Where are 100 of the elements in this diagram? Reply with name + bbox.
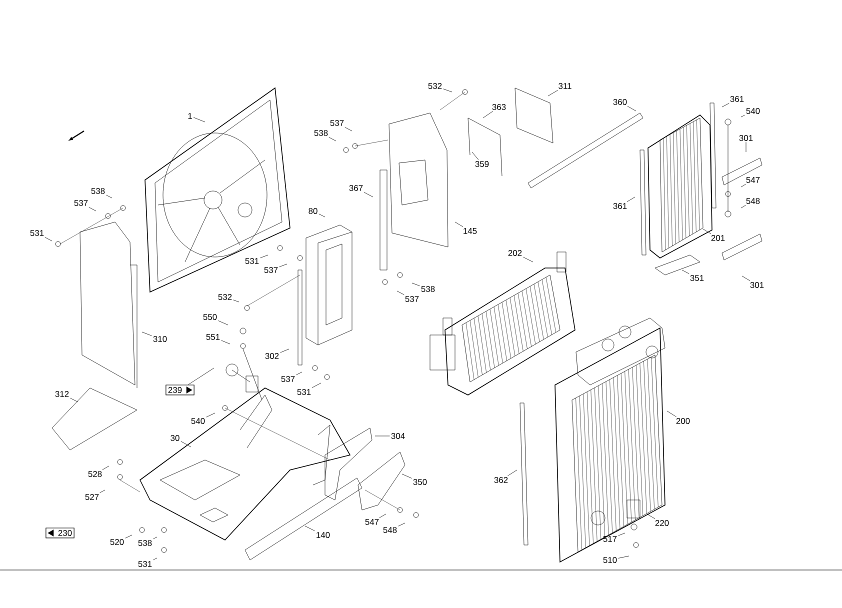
callout-number: 531 [30, 230, 44, 236]
leader-line [454, 222, 464, 228]
leader-line [312, 382, 322, 388]
leader-line [70, 398, 78, 402]
callout-number: 359 [475, 161, 489, 167]
leader-line [180, 441, 192, 448]
callout-number: 531 [245, 258, 259, 264]
leader-line [100, 490, 106, 493]
callout-number: 30 [170, 435, 180, 441]
leader-line [206, 412, 216, 418]
callout-number: 532 [428, 83, 442, 89]
leader-line [627, 106, 636, 112]
leader-line [44, 237, 52, 242]
leader-line [193, 117, 206, 122]
leader-line [482, 111, 494, 118]
callout-number: 145 [464, 228, 477, 234]
callout-number: 550 [203, 314, 217, 320]
callout-number: 547 [746, 177, 760, 183]
leader-line [740, 205, 746, 208]
leader-line [742, 276, 750, 281]
leader-line [740, 184, 746, 188]
callout-number: 362 [494, 477, 508, 483]
leader-line [646, 514, 656, 519]
leader-line [153, 536, 158, 540]
leader-line [508, 470, 518, 476]
callout-number: 551 [206, 334, 220, 340]
leader-line [218, 320, 228, 326]
callout-number: 531 [138, 561, 152, 567]
callout-number: 537 [405, 296, 419, 302]
leader-line [304, 526, 315, 532]
leader-line [279, 264, 288, 268]
callout-number: 540 [191, 418, 205, 424]
leader-line [102, 466, 110, 470]
callout-number: 538 [421, 286, 435, 292]
callout-number: 538 [314, 130, 328, 136]
callout-number: 304 [391, 433, 405, 439]
page-reference-box: 230 [46, 528, 74, 538]
leader-line [626, 196, 636, 202]
leader-line [328, 137, 336, 142]
callout-number: 301 [739, 135, 753, 141]
callout-number: 540 [746, 108, 760, 114]
callout-number: 200 [676, 418, 690, 424]
leader-line [296, 372, 302, 376]
leader-line [379, 514, 386, 518]
callout-number: 548 [383, 527, 397, 533]
leader-line [364, 192, 374, 198]
callout-number: 531 [297, 389, 311, 395]
leader-line [106, 194, 112, 198]
callout-number: 538 [138, 540, 152, 546]
callout-number: 510 [603, 557, 617, 563]
leader-line [618, 532, 626, 536]
callout-number: 537 [281, 376, 295, 382]
callout-number: 547 [365, 519, 379, 525]
leader-line [153, 558, 158, 560]
callout-number: 310 [153, 336, 167, 342]
callout-number: 80 [308, 208, 318, 214]
callout-number: 351 [690, 275, 704, 281]
leader-line [318, 214, 326, 218]
callout-number: 537 [330, 120, 344, 126]
leader-line [233, 300, 240, 302]
leader-line [722, 103, 730, 108]
callout-number: 363 [492, 104, 506, 110]
leader-line [618, 556, 630, 558]
callout-number: 537 [74, 200, 88, 206]
callout-number: 220 [655, 520, 669, 526]
callout-number: 537 [264, 267, 278, 273]
callout-number: 548 [746, 198, 760, 204]
callout-number: 367 [349, 185, 363, 191]
leader-line [666, 410, 676, 417]
callout-number: 520 [110, 539, 124, 545]
leader-line [88, 207, 96, 212]
callout-number: 532 [218, 294, 232, 300]
leader-line [260, 254, 268, 258]
callout-number: 527 [85, 494, 99, 500]
callout-number: 302 [265, 353, 279, 359]
leader-line [398, 522, 406, 526]
leader-line [221, 340, 230, 344]
callout-number: 1 [188, 113, 192, 119]
leader-line [280, 348, 290, 353]
leader-line [402, 474, 412, 479]
callout-number: 301 [750, 282, 764, 288]
leader-line [344, 127, 352, 132]
callout-number: 360 [613, 99, 627, 105]
leader-line [142, 332, 152, 336]
callout-number: 312 [55, 391, 69, 397]
leader-line [412, 282, 420, 286]
page-reference-box: 239 [166, 384, 194, 396]
callout-number: 350 [413, 479, 427, 485]
leader-line [188, 368, 214, 385]
callout-number: 361 [613, 203, 627, 209]
leader-line [125, 534, 132, 538]
leader-line [702, 228, 712, 234]
callout-number: 202 [508, 250, 522, 256]
leader-line [740, 114, 745, 118]
leader-line [472, 152, 479, 160]
callout-number: 517 [603, 536, 617, 542]
leader-line [682, 270, 690, 274]
callout-number: 311 [558, 83, 572, 89]
callout-number: 361 [730, 96, 744, 102]
leader-line [548, 90, 558, 96]
